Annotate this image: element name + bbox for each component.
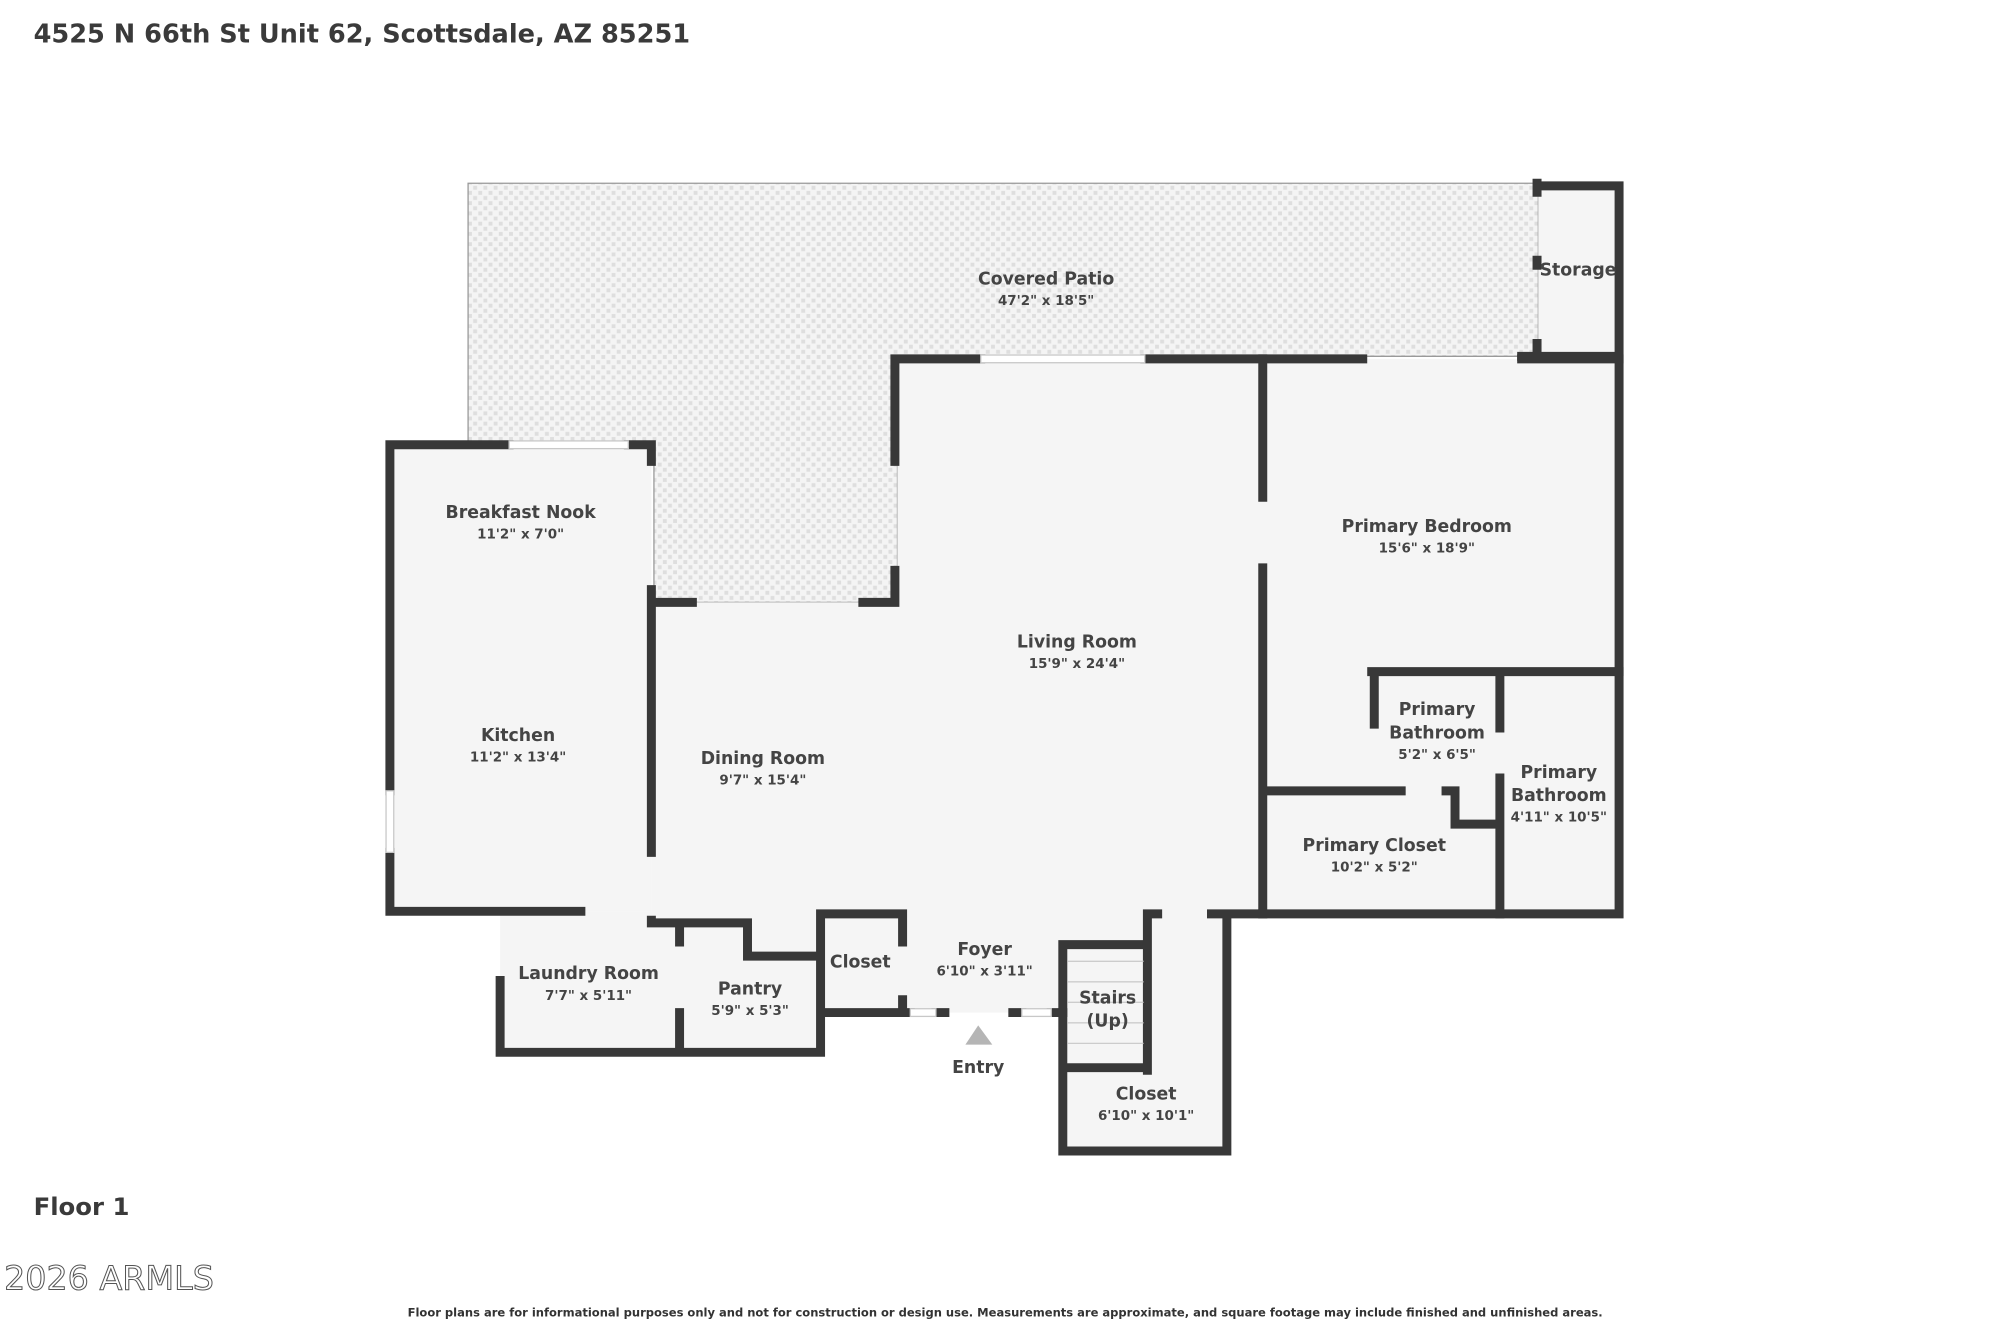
primary-bedroom-label: Primary Bedroom: [1342, 517, 1512, 537]
laundry-room-label: Laundry Room: [518, 964, 659, 984]
windows: [385, 354, 1146, 1018]
closet-small-label: Closet: [830, 953, 891, 973]
disclaimer: Floor plans are for informational purpos…: [408, 1305, 1603, 1319]
entry-label: Entry: [952, 1058, 1004, 1078]
primary-bathroom-1-label-line2: Bathroom: [1389, 723, 1485, 743]
primary-closet-label: Primary Closet: [1303, 836, 1446, 856]
storage-label: Storage: [1540, 261, 1617, 281]
primary-bathroom-1-dims: 5'2" x 6'5": [1398, 748, 1476, 763]
primary-bathroom-2-label-line2: Bathroom: [1511, 786, 1607, 806]
kitchen-label: Kitchen: [481, 726, 555, 746]
primary-bathroom-2-dims: 4'11" x 10'5": [1511, 811, 1607, 826]
address-title: 4525 N 66th St Unit 62, Scottsdale, AZ 8…: [34, 19, 691, 49]
dining-room-label: Dining Room: [701, 749, 825, 769]
walls: [385, 178, 1624, 1156]
closet-large-label: Closet: [1116, 1085, 1177, 1105]
primary-bathroom-2-label-line1: Primary: [1521, 763, 1598, 783]
laundry-room-dims: 7'7" x 5'11": [545, 989, 632, 1004]
breakfast-nook-label: Breakfast Nook: [446, 503, 597, 523]
foyer-label: Foyer: [957, 940, 1012, 960]
entry-arrow-icon: [965, 1025, 993, 1045]
living-room-label: Living Room: [1017, 632, 1137, 652]
pantry-label: Pantry: [718, 980, 782, 1000]
kitchen-dims: 11'2" x 13'4": [470, 750, 566, 765]
room-floors: [389, 185, 1620, 1151]
primary-closet-dims: 10'2" x 5'2": [1331, 861, 1418, 876]
stairs-label-line1: Stairs: [1079, 989, 1136, 1009]
closet-large-dims: 6'10" x 10'1": [1098, 1109, 1194, 1124]
primary-bathroom-1-label-line1: Primary: [1399, 700, 1476, 720]
primary-bedroom-dims: 15'6" x 18'9": [1379, 541, 1475, 556]
floor-label: Floor 1: [34, 1192, 130, 1221]
covered-patio-label: Covered Patio: [978, 270, 1114, 290]
covered-patio-dims: 47'2" x 18'5": [998, 294, 1094, 309]
foyer-dims: 6'10" x 3'11": [936, 964, 1032, 979]
pantry-dims: 5'9" x 5'3": [711, 1004, 789, 1019]
stairs-label-line2: (Up): [1087, 1012, 1129, 1032]
dining-room-dims: 9'7" x 15'4": [719, 773, 806, 788]
breakfast-nook-dims: 11'2" x 7'0": [477, 527, 564, 542]
watermark-logo: 2026 ARMLS: [4, 1258, 214, 1297]
living-room-dims: 15'9" x 24'4": [1029, 657, 1125, 672]
stair-treads: [1067, 960, 1144, 1044]
